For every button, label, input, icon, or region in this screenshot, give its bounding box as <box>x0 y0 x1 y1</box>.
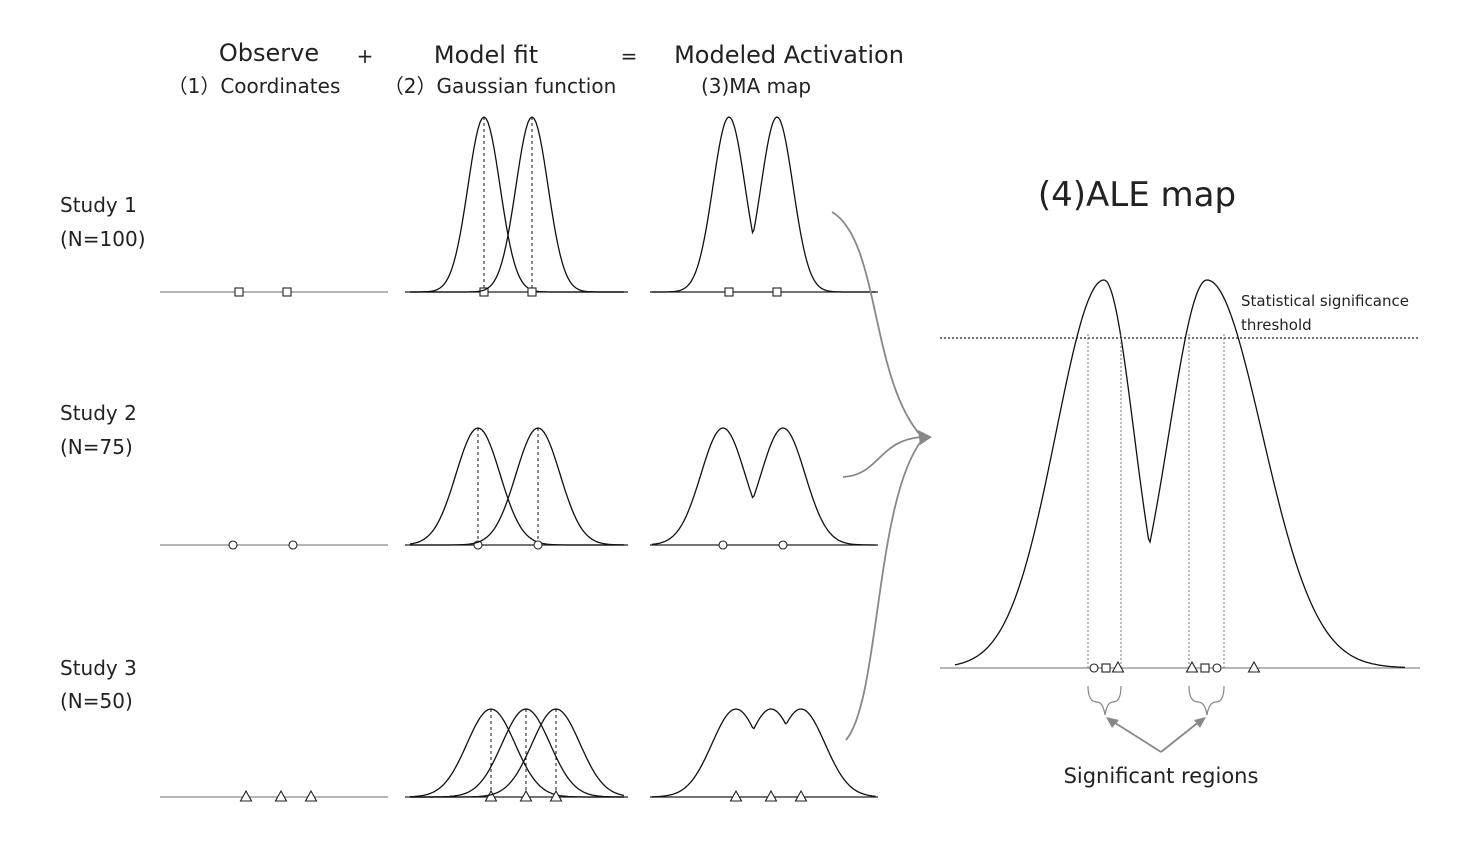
study3-row <box>160 708 878 802</box>
header-model-fit: Model fit <box>434 41 538 69</box>
square-marker <box>234 287 244 297</box>
square-marker <box>1101 663 1111 673</box>
study3-title: Study 3 <box>60 656 137 680</box>
ma-curve <box>651 427 876 546</box>
ma-curve <box>652 116 876 293</box>
circle-marker <box>228 540 238 550</box>
triangle-marker <box>239 789 253 802</box>
gaussian-curve <box>409 708 624 798</box>
ma-curve <box>652 708 876 798</box>
circle-marker <box>1089 663 1099 673</box>
triangle-marker <box>794 789 808 802</box>
gaussian-curve <box>410 116 624 293</box>
square-marker <box>772 287 782 297</box>
square-marker <box>479 287 489 297</box>
threshold-label-line2: threshold <box>1241 316 1312 334</box>
study2-row <box>160 427 878 550</box>
pointer-left-head <box>1106 717 1119 728</box>
triangle-marker <box>1111 660 1125 673</box>
threshold-label-line1: Statistical significance <box>1241 292 1409 310</box>
merge-arrows <box>831 211 932 741</box>
circle-marker <box>778 540 788 550</box>
triangle-marker <box>1185 660 1199 673</box>
brace-right <box>1188 685 1225 716</box>
arrow-study2 <box>842 436 923 478</box>
brace-left <box>1087 685 1122 716</box>
square-marker <box>1200 663 1210 673</box>
triangle-marker <box>549 789 563 802</box>
circle-marker <box>533 540 543 550</box>
ale-curve <box>954 279 1406 669</box>
circle-marker <box>288 540 298 550</box>
study3-n: (N=50) <box>60 689 133 713</box>
header-observe: Observe <box>219 39 319 67</box>
gaussian-curve <box>410 708 624 798</box>
study2-title: Study 2 <box>60 401 137 425</box>
header-step2-gaussian: （2）Gaussian function <box>384 74 617 98</box>
significant-region-pointers <box>1087 685 1225 753</box>
pointer-right <box>1160 720 1201 753</box>
arrow-study1 <box>831 211 923 438</box>
triangle-marker <box>519 789 533 802</box>
arrow-head <box>918 430 932 445</box>
pointer-right-head <box>1194 717 1206 728</box>
study1-n: (N=100) <box>60 227 146 251</box>
triangle-marker <box>274 789 288 802</box>
gaussian-curve <box>409 427 624 546</box>
study-panels <box>160 116 878 802</box>
circle-marker <box>718 540 728 550</box>
ale-map-plot <box>940 279 1420 673</box>
header-equals: = <box>621 44 638 68</box>
ale-map-title: (4)ALE map <box>1038 175 1236 215</box>
header-step3-ma-map: (3)MA map <box>701 74 811 98</box>
header-modeled-activation: Modeled Activation <box>674 41 904 69</box>
study2-n: (N=75) <box>60 435 133 459</box>
study1-title: Study 1 <box>60 193 137 217</box>
gaussian-curve <box>410 708 625 798</box>
square-marker <box>724 287 734 297</box>
triangle-marker <box>1247 660 1261 673</box>
circle-marker <box>1212 663 1222 673</box>
study1-row <box>160 116 878 297</box>
triangle-marker <box>764 789 778 802</box>
square-marker <box>282 287 292 297</box>
arrow-study3 <box>845 439 923 741</box>
triangle-marker <box>304 789 318 802</box>
gaussian-curve <box>410 427 624 546</box>
pointer-left <box>1111 720 1162 753</box>
gaussian-curve <box>410 116 624 293</box>
header-step1-coordinates: （1）Coordinates <box>168 74 341 98</box>
header-plus: + <box>357 44 374 68</box>
square-marker <box>527 287 537 297</box>
significant-regions-label: Significant regions <box>1064 764 1259 788</box>
triangle-marker <box>729 789 743 802</box>
